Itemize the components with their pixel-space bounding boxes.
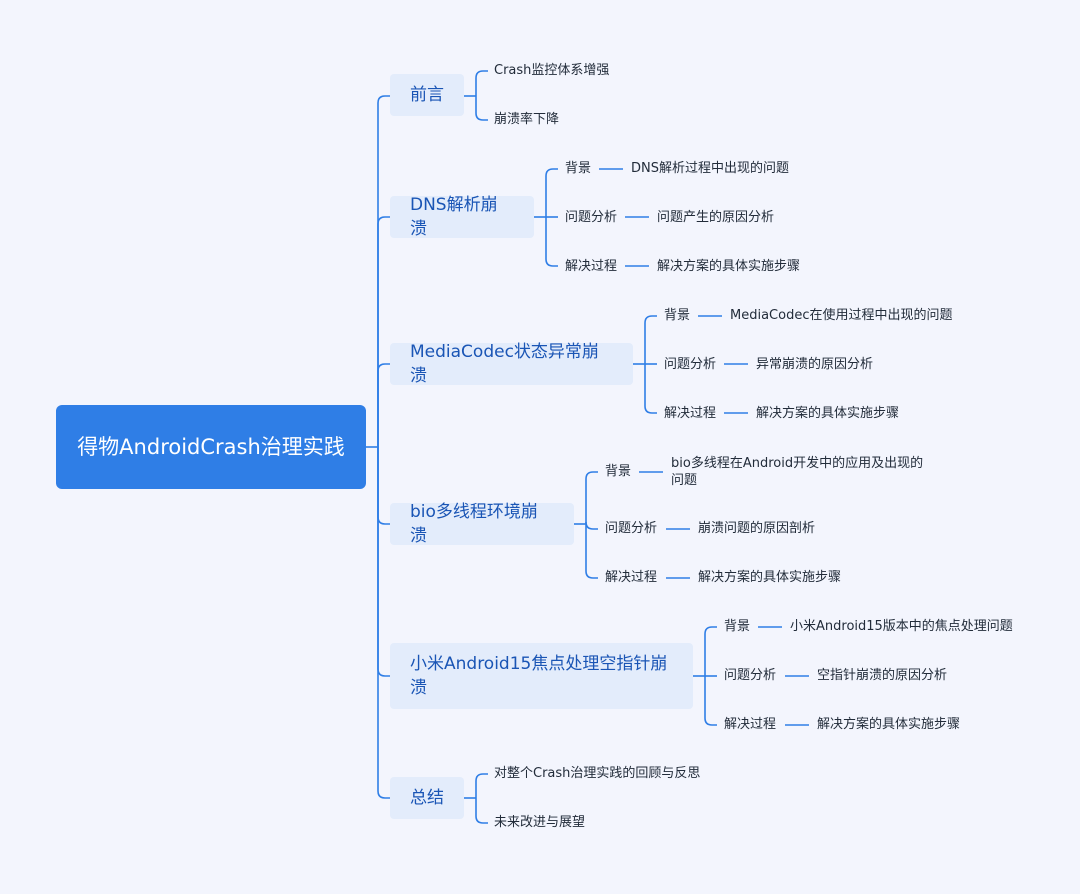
branch-node-summary[interactable]: 总结 [390,777,464,819]
preface-link-1 [475,96,488,121]
leaf-mediacodec-label-3: 解决过程 [664,406,717,421]
leaf-bio-label-2: 问题分析 [605,521,658,536]
leaf-summary-2: 未来改进与展望 [494,815,586,830]
leaf-bio-label-3: 解决过程 [605,570,658,585]
leaf-mediacodec-label-1: 背景 [664,308,691,323]
dns-link-2 [545,217,558,267]
leaf-dns-label-3: 解决过程 [565,259,618,274]
leaf-xiaomi-label-2: 问题分析 [724,668,777,683]
bio-link-0 [585,471,598,524]
root-link-1 [377,216,390,447]
leaf-dns-detail-3: 解决方案的具体实施步骤 [657,259,801,274]
branch-node-bio[interactable]: bio多线程环境崩溃 [390,502,574,546]
xiaomi-link-2 [704,676,717,726]
leaf-bio-detail-1: bio多线程在Android开发中的应用及出现的问题 [671,456,924,488]
bio-link-2 [585,524,598,579]
leaf-bio-detail-2: 崩溃问题的原因剖析 [698,521,816,536]
leaf-xiaomi-detail-1: 小米Android15版本中的焦点处理问题 [790,619,1013,634]
branch-title: 前言 [410,85,444,105]
leaf-dns-detail-1: DNS解析过程中出现的问题 [631,161,789,176]
branch-title: 小米Android15焦点处理空指针崩溃 [410,654,668,698]
leaf-xiaomi-label-1: 背景 [724,619,751,634]
root-node[interactable]: 得物AndroidCrash治理实践 [56,405,366,489]
mediacodec-link-2 [644,364,657,414]
mediacodec-link-0 [644,315,657,364]
xiaomi-link-0 [704,626,717,676]
leaf-summary-1: 对整个Crash治理实践的回顾与反思 [494,766,701,781]
branch-title: bio多线程环境崩溃 [410,502,538,546]
branch-title: MediaCodec状态异常崩溃 [410,342,599,386]
root-title: 得物AndroidCrash治理实践 [77,435,345,459]
leaf-bio-detail-3: 解决方案的具体实施步骤 [698,570,842,585]
leaf-dns-detail-2: 问题产生的原因分析 [657,210,775,225]
leaf-mediacodec-detail-3: 解决方案的具体实施步骤 [756,406,900,421]
dns-link-0 [545,168,558,217]
branch-title: DNS解析崩溃 [410,195,498,239]
branch-node-preface[interactable]: 前言 [390,74,464,116]
root-link-2 [377,363,390,447]
bio-link-1 [585,521,598,530]
root-link-4 [377,447,390,677]
leaf-xiaomi-label-3: 解决过程 [724,717,777,732]
leaf-mediacodec-detail-2: 异常崩溃的原因分析 [756,357,874,372]
leaf-mediacodec-detail-1: MediaCodec在使用过程中出现的问题 [730,308,953,323]
root-link-0 [377,95,390,447]
root-link-3 [377,447,390,525]
root-link-5 [377,447,390,799]
leaf-mediacodec-label-2: 问题分析 [664,357,717,372]
branch-node-mediacodec[interactable]: MediaCodec状态异常崩溃 [390,342,633,386]
branch-title: 总结 [410,788,444,808]
leaf-preface-2: 崩溃率下降 [494,112,560,127]
leaf-xiaomi-detail-2: 空指针崩溃的原因分析 [817,668,948,683]
leaf-xiaomi-detail-3: 解决方案的具体实施步骤 [817,717,961,732]
branch-node-xiaomi[interactable]: 小米Android15焦点处理空指针崩溃 [390,643,693,709]
leaf-preface-1: Crash监控体系增强 [494,63,610,78]
branch-node-dns[interactable]: DNS解析崩溃 [390,195,534,239]
preface-link-0 [475,70,488,96]
leaf-dns-label-2: 问题分析 [565,210,618,225]
leaf-dns-label-1: 背景 [565,161,592,176]
summary-link-0 [475,773,488,798]
summary-link-1 [475,798,488,824]
leaf-bio-label-1: 背景 [605,464,632,479]
